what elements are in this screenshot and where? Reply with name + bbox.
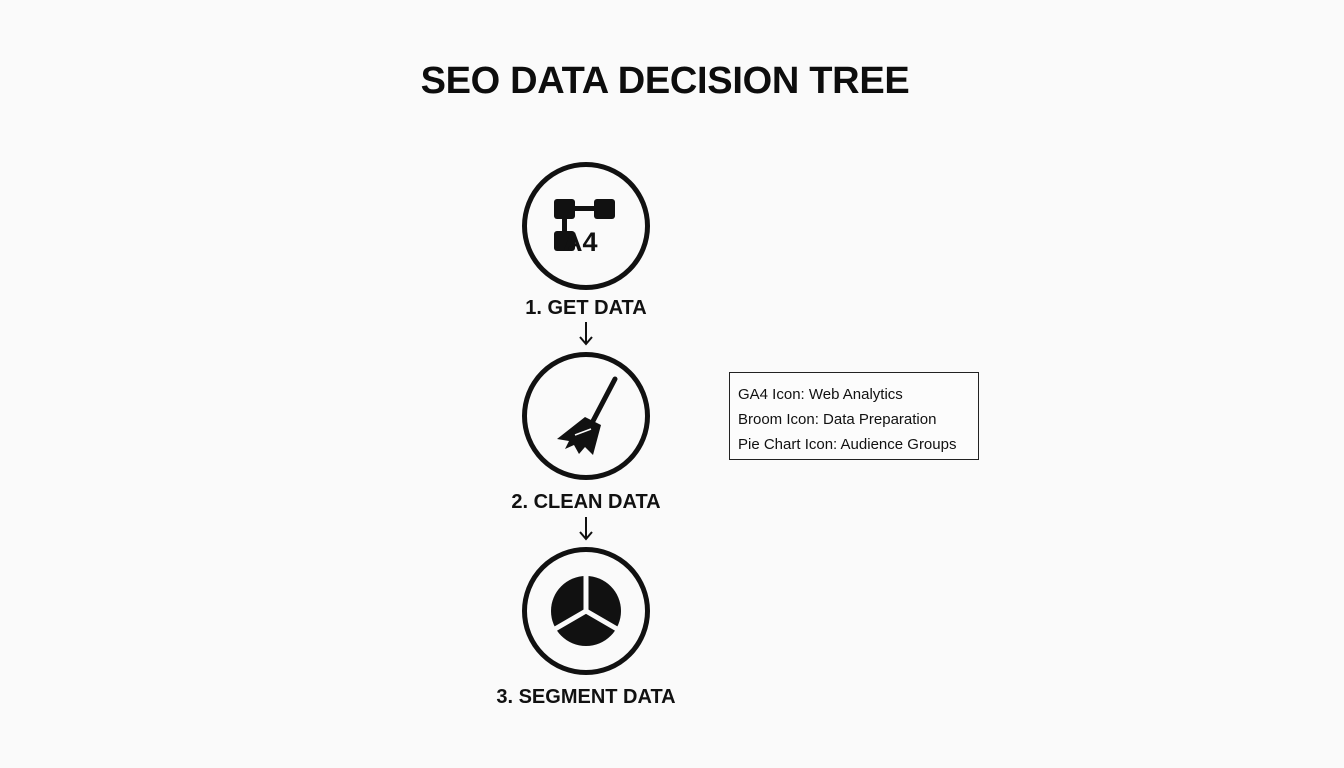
step-1-circle: A4 xyxy=(522,162,650,290)
legend-item-pie-chart: Pie Chart Icon: Audience Groups xyxy=(738,436,957,453)
step-3-circle xyxy=(522,547,650,675)
step-2-label: 2. CLEAN DATA xyxy=(511,491,661,513)
legend-item-ga4: GA4 Icon: Web Analytics xyxy=(738,386,903,403)
step-2-circle xyxy=(522,352,650,480)
broom-icon xyxy=(557,376,618,455)
step-1-label: 1. GET DATA xyxy=(525,297,647,319)
step-3-label: 3. SEGMENT DATA xyxy=(496,686,676,708)
legend-item-broom: Broom Icon: Data Preparation xyxy=(738,411,937,428)
legend-box: GA4 Icon: Web Analytics Broom Icon: Data… xyxy=(729,372,979,460)
diagram-title: SEO DATA DECISION TREE xyxy=(420,60,910,102)
pie-chart-icon xyxy=(551,574,621,646)
ga4-icon-text: A4 xyxy=(563,227,598,257)
arrow-down-icon xyxy=(579,517,593,541)
arrow-down-icon xyxy=(579,322,593,346)
ga4-icon: A4 xyxy=(554,199,615,257)
